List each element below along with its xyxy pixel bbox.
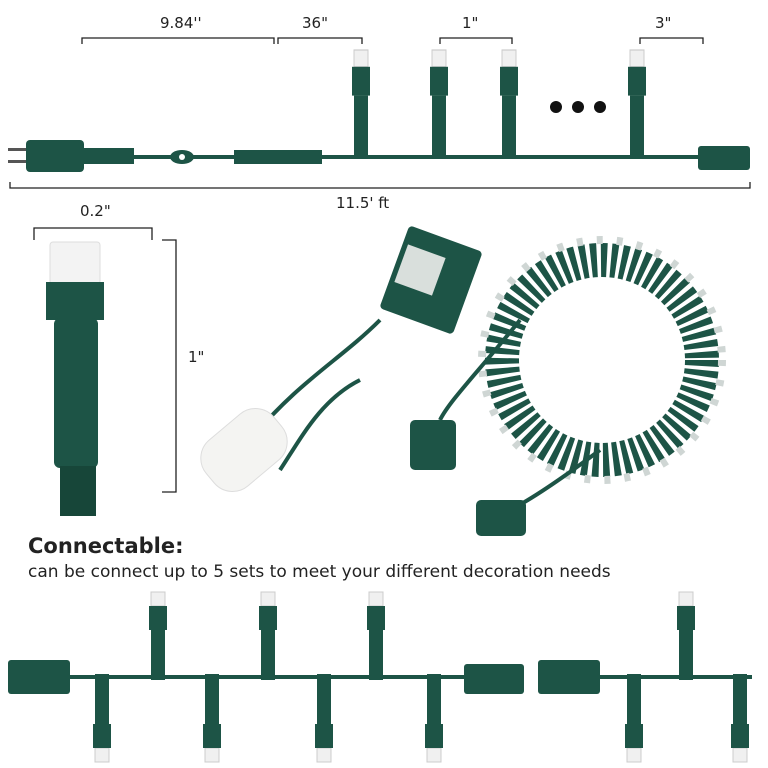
total-length-label: 11.5' ft xyxy=(336,194,390,212)
bulb-closeup xyxy=(46,241,104,516)
bottom-strands xyxy=(8,591,752,763)
lead-length-label: 9.84'' xyxy=(160,14,202,32)
bulb-width-label: 0.2" xyxy=(80,202,111,220)
dimension-lines xyxy=(9,37,751,493)
caption-subtitle: can be connect up to 5 sets to meet your… xyxy=(28,562,611,582)
adapter-and-coil xyxy=(200,226,726,536)
bulb-height-label: 1" xyxy=(188,348,205,366)
tail-length-label: 3" xyxy=(655,14,672,32)
bulb-spacing-label: 1" xyxy=(462,14,479,32)
first-spacing-label: 36" xyxy=(302,14,328,32)
top-strand xyxy=(8,49,750,172)
caption-title: Connectable: xyxy=(28,534,184,558)
